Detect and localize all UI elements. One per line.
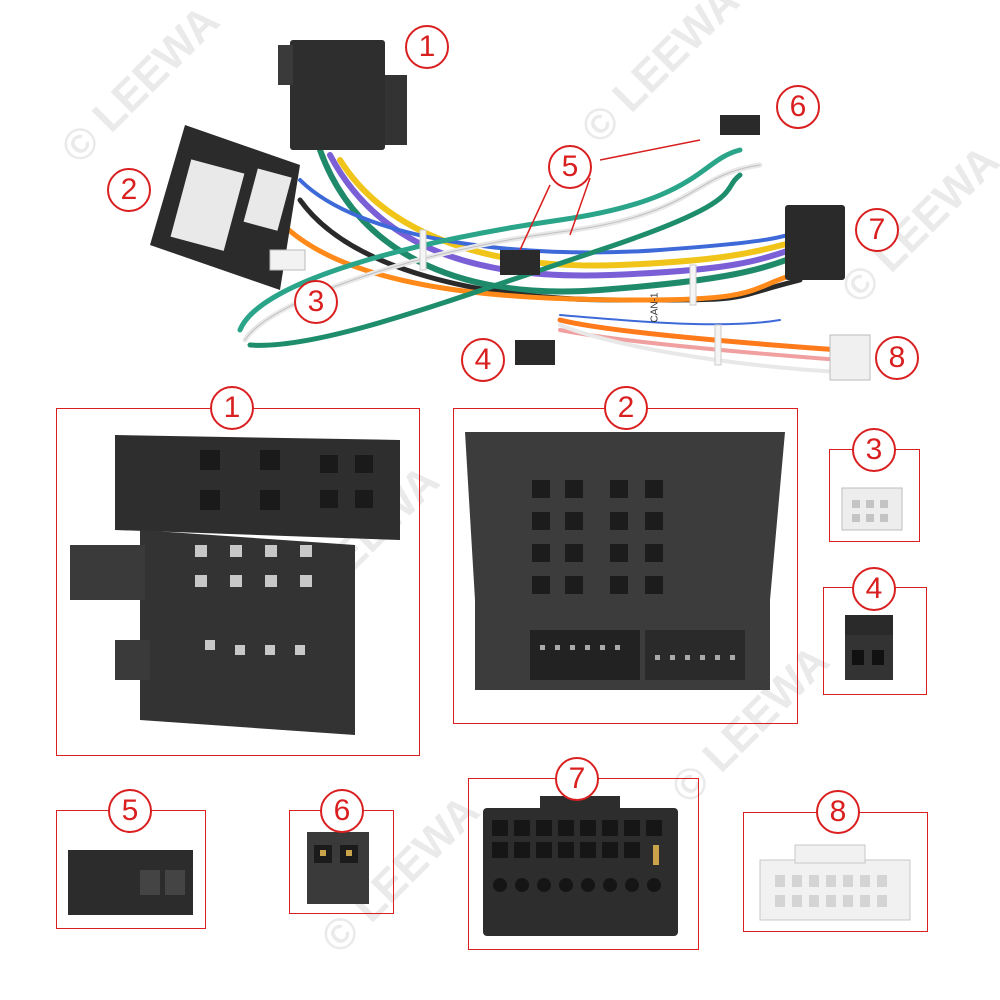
detail-label-3: 3 — [852, 428, 896, 472]
detail-label-7: 7 — [555, 757, 599, 801]
top-label-4: 4 — [461, 338, 505, 382]
detail-box-2 — [453, 408, 798, 724]
detail-label-8: 8 — [816, 790, 860, 834]
top-label-3: 3 — [294, 280, 338, 324]
detail-box-7 — [468, 778, 699, 950]
detail-label-6: 6 — [320, 789, 364, 833]
top-label-6: 6 — [776, 85, 820, 129]
detail-label-5: 5 — [108, 789, 152, 833]
top-label-1: 1 — [405, 25, 449, 69]
can-tag: CAN-1 — [649, 292, 661, 323]
top-label-5: 5 — [548, 145, 592, 189]
wiring-harness-illustration — [150, 40, 871, 381]
detail-box-1 — [56, 408, 420, 756]
detail-label-1: 1 — [210, 386, 254, 430]
top-label-2: 2 — [107, 168, 151, 212]
top-label-7: 7 — [855, 208, 899, 252]
detail-label-2: 2 — [604, 386, 648, 430]
detail-label-4: 4 — [852, 567, 896, 611]
top-label-8: 8 — [875, 336, 919, 380]
